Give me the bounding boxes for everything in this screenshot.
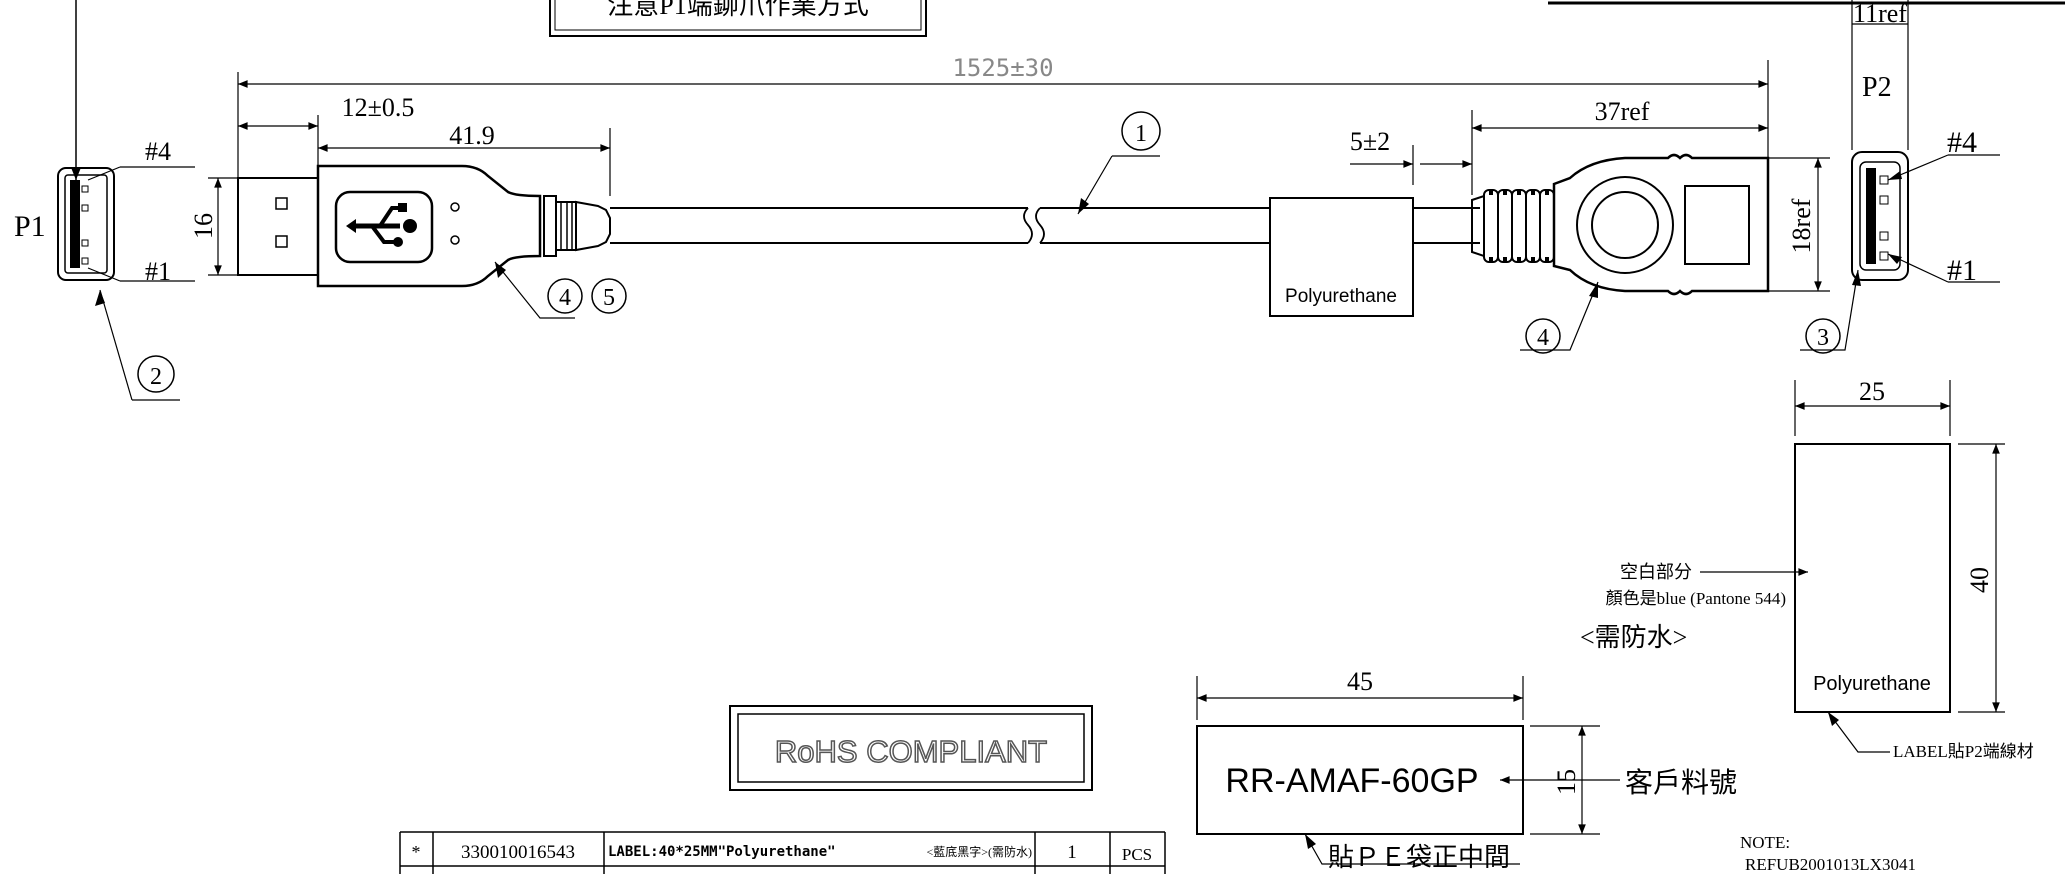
dim-label-width: 25 [1859,377,1885,406]
dim-overall: 1525±30 [952,54,1053,82]
callout-5 [591,278,627,314]
callout-4b [1525,318,1561,354]
header-note: 注意P1端鉚爪作業方式 [607,0,868,20]
dim-receptacle-height: 18ref [1787,198,1816,253]
bom-mark: * [412,842,421,862]
bom-unit: PCS [1122,845,1152,864]
p1-pin-bottom: #1 [145,257,171,286]
svg-text:2: 2 [150,364,162,390]
bom-part-no: 330010016543 [461,842,575,863]
usb-a-receptacle [1471,153,1770,296]
rohs-box: RoHS COMPLIANT [729,705,1093,791]
dim-plug-height: 16 [189,213,218,239]
usb-a-plug [237,164,611,288]
waterproof-note: <需防水> [1580,623,1687,652]
callout-1 [1121,111,1161,151]
bag-part-number: RR-AMAF-60GP [1225,762,1478,800]
p1-label: P1 [14,210,46,243]
note-line-1: REFUB2001013LX3041 [1745,855,1916,874]
cable [610,197,1480,317]
p2-pin-bottom: #1 [1947,254,1977,287]
color-note: 顏色是blue (Pantone 544) [1606,589,1786,608]
callout-3 [1805,318,1841,354]
dimension-lines [208,0,1909,292]
rohs-text: RoHS COMPLIANT [775,734,1047,769]
bag-label [1196,676,1620,865]
callout-45-leader [494,261,575,319]
bag-placement: 貼ＰＥ袋正中間 [1328,843,1510,872]
callout-4 [547,278,583,314]
dim-strain-relief: 5±2 [1350,127,1390,156]
callout-2 [137,355,175,393]
dim-bag-width: 45 [1347,667,1373,696]
header-note-box: 注意P1端鉚爪作業方式 [549,0,927,37]
callout-4b-leader [1520,281,1599,351]
dim-bag-height: 15 [1552,769,1581,795]
svg-text:3: 3 [1817,325,1829,351]
dim-plug-body: 41.9 [449,121,495,150]
dim-plug-tip: 12±0.5 [342,93,415,122]
bom-desc-note: <藍底黑字>(需防水) [926,844,1032,859]
p1-end-view [57,166,195,282]
cable-label: Polyurethane [1285,286,1397,307]
bom-desc: LABEL:40*25MM"Polyurethane" [608,844,836,860]
bom-table [399,831,1166,874]
p2-label: P2 [1862,72,1892,103]
bom-qty: 1 [1067,842,1077,863]
dim-p2-width: 11ref [1853,0,1907,28]
dim-label-height: 40 [1965,567,1994,593]
p2-end-view [1851,151,2000,283]
note-title: NOTE: [1740,833,1790,852]
callout-2-leader [99,289,133,401]
svg-text:4: 4 [1537,325,1549,351]
label-sheet [1700,380,2005,753]
svg-text:1: 1 [1135,121,1147,147]
p1-pin-top: #4 [145,137,171,166]
svg-text:5: 5 [603,285,615,311]
svg-text:4: 4 [559,285,571,311]
dim-receptacle-length: 37ref [1595,97,1650,126]
customer-pn-note: 客戶料號 [1625,767,1737,799]
p2-pin-top: #4 [1947,126,1977,159]
blank-note: 空白部分 [1620,562,1692,582]
label-sheet-text: Polyurethane [1813,673,1931,695]
callout-3-leader [1800,269,1859,351]
label-placement: LABEL貼P2端線材 [1893,742,2034,761]
